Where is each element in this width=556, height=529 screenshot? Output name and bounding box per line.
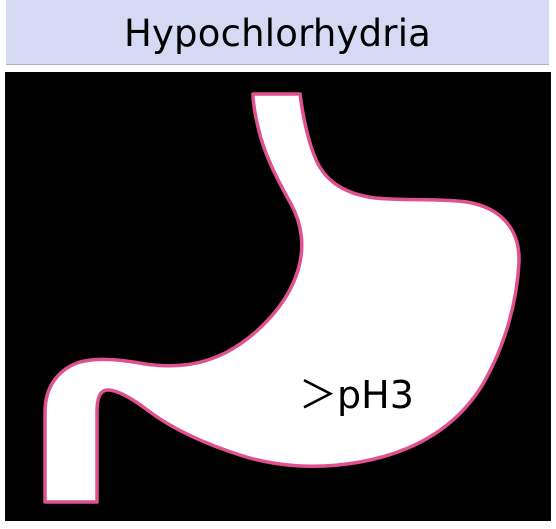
diagram-panel: ＞pH3 xyxy=(5,72,551,521)
slide-title: Hypochlorhydria xyxy=(6,0,549,65)
stomach-icon xyxy=(5,72,551,521)
title-bar: Hypochlorhydria xyxy=(6,0,549,65)
stomach-outline xyxy=(45,94,519,502)
ph-label: ＞pH3 xyxy=(299,372,414,418)
